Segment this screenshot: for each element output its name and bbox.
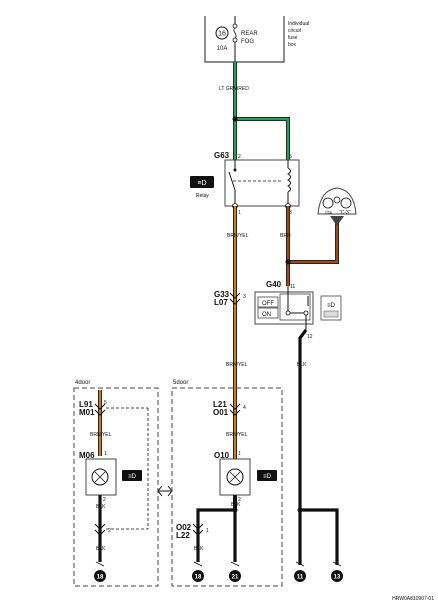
door4-side-pin: 2 (108, 528, 111, 534)
relay-coil-icon (287, 167, 291, 193)
relay-pin-2: 2 (238, 154, 241, 160)
wire-brn (285, 206, 339, 286)
door5-lamp-pin-bottom: 2 (238, 497, 241, 503)
door4-connector-line1: L91 (79, 400, 93, 409)
ground-18-left: 18 (94, 561, 106, 582)
fuse-box-note-line3: fuse (288, 35, 298, 41)
wire-label-blk-m06: BLK (96, 504, 106, 510)
ground-21-label: 21 (232, 575, 239, 581)
fuse-number: 16 (218, 31, 226, 38)
door4-lamp-label: M06 (79, 451, 95, 460)
diagram-code: HRW0A810907-01 (392, 596, 434, 602)
door5-circuit: L21 O01 4 BRN/YEL O10 1 2 BLK O02 L22 1 … (176, 400, 251, 562)
relay-label: Relay (196, 193, 209, 199)
combination-meter (317, 187, 357, 226)
fuse-box: 16 10A REAR FOG Individual circuit fuse … (204, 16, 309, 63)
ground-21: 21 (229, 561, 241, 582)
fog-switch-icon: ≡D (327, 303, 336, 309)
wire-label-blk-m06-lower: BLK (96, 546, 106, 552)
junction-g33-line2: L07 (214, 298, 228, 307)
door4-title: 4door (75, 380, 90, 386)
ground-11-label: 11 (297, 575, 304, 581)
fuse-rating: 10A (217, 46, 228, 52)
junction-g33-pin: 3 (243, 294, 246, 300)
wire-label-blk-o10: BLK (231, 502, 241, 508)
wire-label-brn-yel-relay: BRN/YEL (227, 233, 249, 239)
wire-lt-grn-red (232, 62, 290, 160)
fog-switch-g40: G40 11 OFF ON 12 (254, 280, 314, 340)
ground-18-right-label: 18 (195, 575, 202, 581)
door4-connector-line2: M01 (79, 408, 95, 417)
door4-lamp-pin-top: 1 (104, 451, 107, 457)
door5-title: 5door (173, 380, 188, 386)
fuse-icon (232, 16, 238, 62)
door5-fog-badge-icon: ≡D (263, 474, 272, 480)
door5-lamp-pin-top: 1 (238, 451, 241, 457)
door5-connector-line1: L21 (213, 400, 227, 409)
door4-fog-badge-icon: ≡D (128, 474, 137, 480)
door4-fog-badge: ≡D (122, 470, 142, 481)
ground-18-left-label: 18 (97, 575, 104, 581)
door5-sub-connector-line2: L22 (176, 531, 190, 540)
alternative-arrow-icon (157, 485, 173, 497)
door4-connector-pin: 5 (104, 400, 107, 406)
door5-fog-badge: ≡D (257, 470, 277, 481)
junction-g33-l07: G33 L07 3 (214, 290, 246, 307)
relay-pin-1: 1 (238, 210, 241, 216)
fuse-name-line2: FOG (241, 39, 254, 45)
wire-label-lt-grn-red: LT GRN/RED (219, 86, 249, 92)
fog-lamp-icon: ≡D (197, 180, 206, 187)
fuse-name-line1: REAR (241, 31, 258, 37)
wire-label-blk-o02: BLK (194, 546, 204, 552)
wire-label-blk-switch: BLK (297, 362, 307, 368)
wire-blk-switch (297, 329, 339, 565)
ground-13: 13 (331, 561, 343, 582)
ground-13-label: 13 (334, 575, 341, 581)
meter-label: "C-3" (339, 210, 351, 216)
wire-label-brn: BRN (280, 233, 291, 239)
fuse-number-circle (215, 26, 229, 40)
gauge-right-icon (340, 197, 352, 209)
relay-pin-3: 3 (289, 210, 292, 216)
wire-label-brn-yel-mid: BRN/YEL (226, 362, 248, 368)
fuse-box-note-line1: Individual (288, 21, 309, 27)
switch-off-label: OFF (262, 301, 274, 307)
door4-frame: 4door (73, 380, 159, 587)
fuse-box-note-line2: circuit (288, 28, 302, 34)
switch-pin-11: 11 (290, 284, 295, 290)
door5-lamp-label: O10 (214, 451, 230, 460)
door5-connector-pin: 4 (243, 405, 246, 411)
door4-circuit: L91 M01 5 BRN/YEL M06 1 2 BLK 2 BLK (79, 390, 149, 562)
fog-indicator-icon: ⊙≡ (325, 210, 332, 216)
relay-pin-5: 5 (289, 154, 292, 160)
door5-frame: 5door (171, 380, 283, 587)
wire-label-brn-yel-4door: BRN/YEL (90, 432, 112, 438)
wire-label-brn-yel-5door: BRN/YEL (226, 432, 248, 438)
switch-on-label: ON (262, 312, 271, 318)
relay-connector-label: G63 (214, 151, 230, 160)
fog-lamp-badge-relay: ≡D (190, 176, 214, 188)
fuse-box-note-line4: box (288, 42, 297, 48)
gauge-left-icon (322, 197, 334, 209)
door4-lamp-pin-bottom: 2 (103, 497, 106, 503)
junction-g33-line1: G33 (214, 290, 230, 299)
fog-switch-badge: ≡D (320, 295, 342, 321)
ground-18-right: 18 (192, 561, 204, 582)
ground-11: 11 (294, 561, 306, 582)
door5-connector-line2: O01 (213, 408, 229, 417)
door5-sub-connector-pin: 1 (206, 528, 209, 534)
door5-sub-connector-line1: O02 (176, 523, 192, 532)
switch-connector-label: G40 (266, 280, 282, 289)
switch-pin-12: 12 (307, 334, 313, 340)
